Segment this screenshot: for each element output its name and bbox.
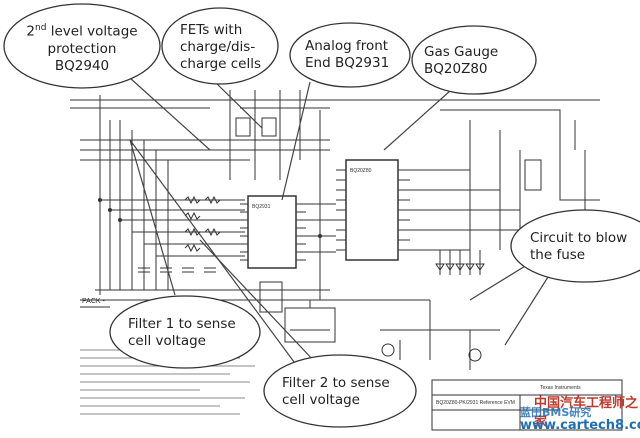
protection-line1-num: 2 xyxy=(26,23,36,40)
filter2-line2: cell voltage xyxy=(282,392,360,408)
fets-line3: charge cells xyxy=(180,56,261,72)
fets-callout-text: FETs with charge/dis- charge cells xyxy=(180,22,261,73)
protection-line1-sup: nd xyxy=(35,23,47,33)
gauge-bubble xyxy=(411,25,537,95)
title-block-company: Texas Instruments xyxy=(540,385,581,391)
callout-pointers xyxy=(129,77,561,371)
protection-line3: BQ2940 xyxy=(54,57,110,74)
callout-bubbles xyxy=(3,3,640,428)
gauge-ic-label: BQ20Z80 xyxy=(350,168,372,174)
protection-line2: protection xyxy=(47,40,117,57)
watermark-overlay: 蓝田BMS研究 xyxy=(520,406,592,419)
title-block-title: BQ20Z80-PK/2931 Reference EVM xyxy=(436,400,515,406)
filter1-line2: cell voltage xyxy=(128,333,206,349)
filter2-callout-text: Filter 2 to sense cell voltage xyxy=(282,375,390,409)
afe-callout-text: Analog front End BQ2931 xyxy=(305,38,389,72)
fets-line1: FETs with xyxy=(180,22,243,38)
schematic-wiring xyxy=(70,90,623,431)
fets-line2: charge/dis- xyxy=(180,39,256,55)
filter2-line1: Filter 2 to sense xyxy=(282,375,390,391)
filter1-line1: Filter 1 to sense xyxy=(128,316,236,332)
protection-line1-rest: level voltage xyxy=(46,23,138,40)
fets-bubble xyxy=(161,7,279,85)
gauge-line2: BQ20Z80 xyxy=(424,61,488,77)
gauge-line1: Gas Gauge xyxy=(424,44,499,60)
gauge-callout-text: Gas Gauge BQ20Z80 xyxy=(424,44,498,78)
fuse-callout-text: Circuit to blow the fuse xyxy=(530,230,627,264)
filter2-bubble xyxy=(263,354,417,428)
fuse-line2: the fuse xyxy=(530,247,586,263)
protection-bubble xyxy=(3,3,161,89)
afe-bubble xyxy=(289,22,411,88)
pack-terminal-label: PACK - xyxy=(82,298,105,305)
filter1-callout-text: Filter 1 to sense cell voltage xyxy=(128,316,236,350)
protection-callout-text: 2nd level voltage protection BQ2940 xyxy=(26,20,138,75)
afe-ic-label: BQ2931 xyxy=(252,204,271,210)
watermark-site: www.cartech8.com xyxy=(520,418,640,433)
fuse-bubble xyxy=(510,209,640,283)
afe-line2: End BQ2931 xyxy=(305,55,390,71)
fuse-line1: Circuit to blow xyxy=(530,230,628,246)
watermark-chinese: 中国汽车工程师之家 xyxy=(534,396,639,430)
filter1-bubble xyxy=(109,295,261,369)
afe-line1: Analog front xyxy=(305,38,389,54)
